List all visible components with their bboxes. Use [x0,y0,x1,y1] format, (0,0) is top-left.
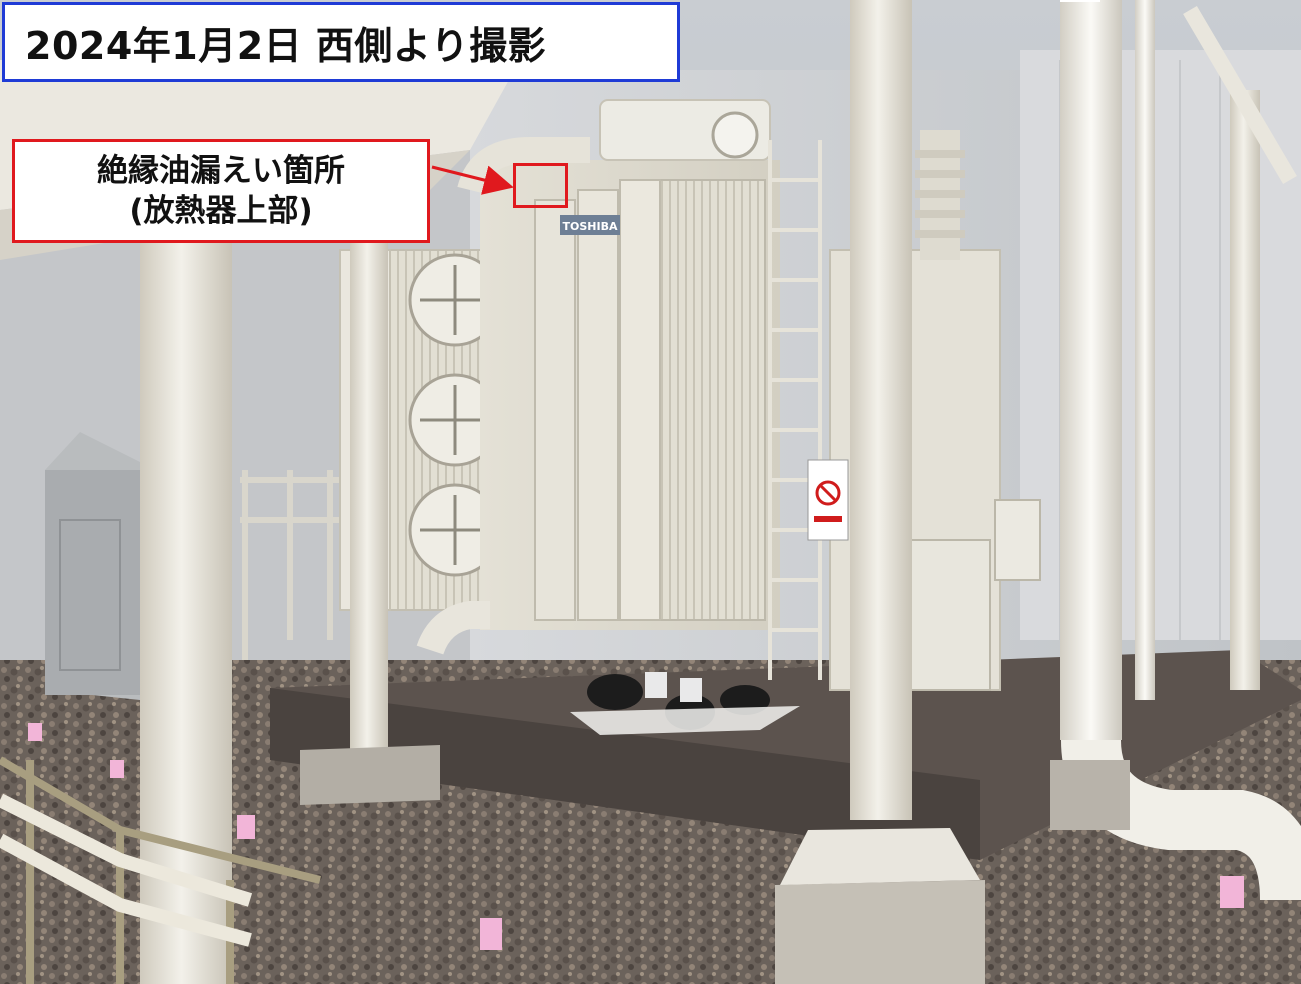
leak-location-callout: 絶縁油漏えい箇所 (放熱器上部) [12,139,430,243]
toshiba-label: TOSHIBA [563,220,618,233]
title-box: 2024年1月2日 西側より撮影 [2,2,680,82]
callout-line-1: 絶縁油漏えい箇所 [97,153,345,189]
photo-title: 2024年1月2日 西側より撮影 [25,23,547,68]
callout-line-2: (放熱器上部) [129,193,313,229]
leak-marker-box [513,163,568,208]
